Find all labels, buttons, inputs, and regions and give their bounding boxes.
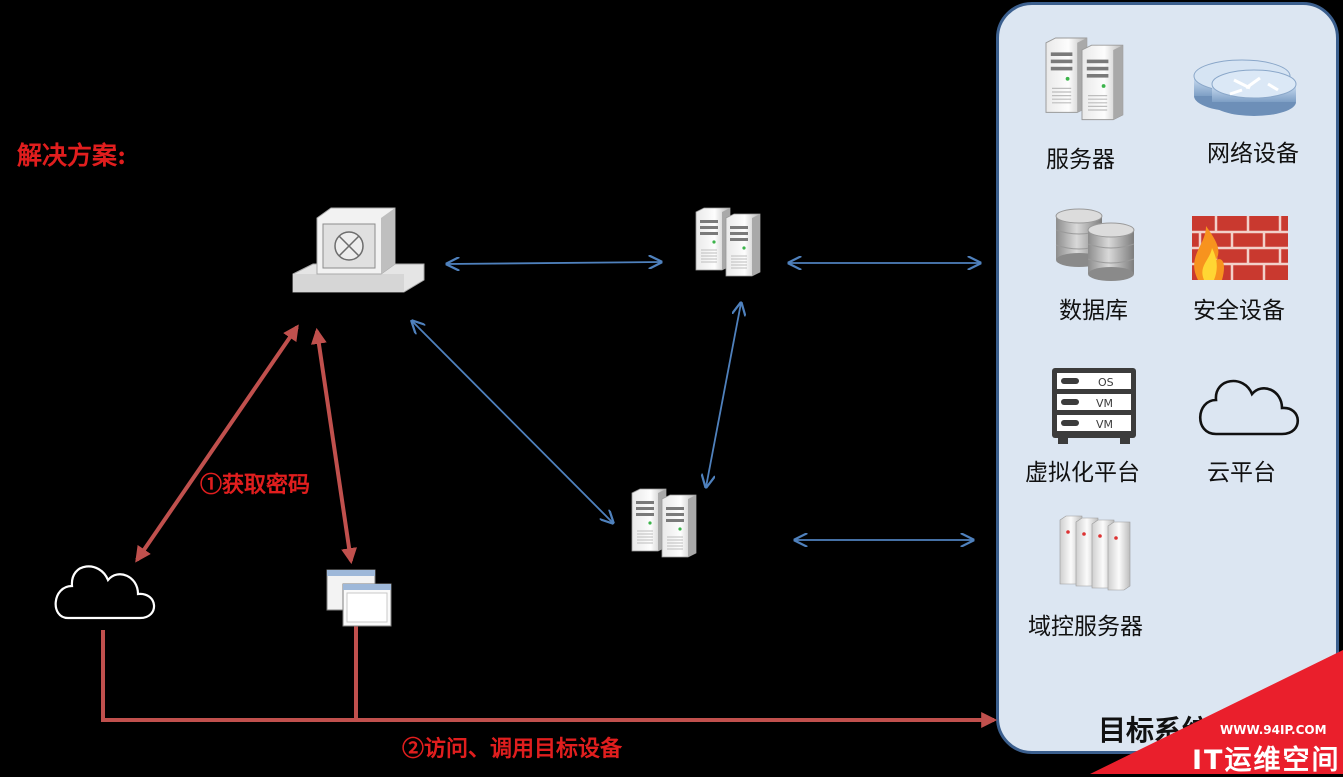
vm-rack-label: VM [1096,397,1113,410]
target-item-label: 虚拟化平台 [1025,460,1140,486]
target-item-label: 安全设备 [1193,298,1285,324]
blade-server-icon [1059,515,1131,591]
virtualization-icon: OS VM VM [1052,368,1136,444]
link-host-to-server-top [447,262,661,264]
target-item-label: 数据库 [1059,298,1128,324]
cloud-icon [1199,379,1299,436]
target-item-label: 服务器 [1046,147,1115,173]
router-icon [1193,59,1297,116]
watermark-url: WWW.94IP.COM [1220,723,1327,737]
vm-rack-label: OS [1098,376,1114,389]
target-item-label: 域控服务器 [1028,614,1143,640]
target-item-label: 云平台 [1207,460,1276,486]
database-icon [1055,208,1135,282]
firewall-icon [1192,216,1288,280]
solution-title: 解决方案: [17,141,127,170]
app-windows-icon [326,569,392,627]
server-pair-bottom-icon [632,489,696,557]
link-host-to-server-bottom [412,321,613,523]
server-pair-top-icon [696,208,760,276]
red-connectors [101,324,998,728]
blue-connectors [412,262,980,540]
step-access-target-label: ②访问、调用目标设备 [402,736,623,762]
link-host-to-cloud-client [135,324,299,563]
cloud-client-icon [54,565,156,620]
watermark-name: IT运维空间 [1192,745,1341,776]
access-path-line [101,630,998,728]
vm-rack-label: VM [1096,418,1113,431]
link-host-to-app-client [310,327,358,565]
server-icon [1046,38,1123,120]
target-item-label: 网络设备 [1207,141,1299,167]
vault-host-icon [292,207,425,293]
step-get-password-label: ①获取密码 [200,472,311,498]
link-server-top-to-server-bottom [706,303,741,487]
